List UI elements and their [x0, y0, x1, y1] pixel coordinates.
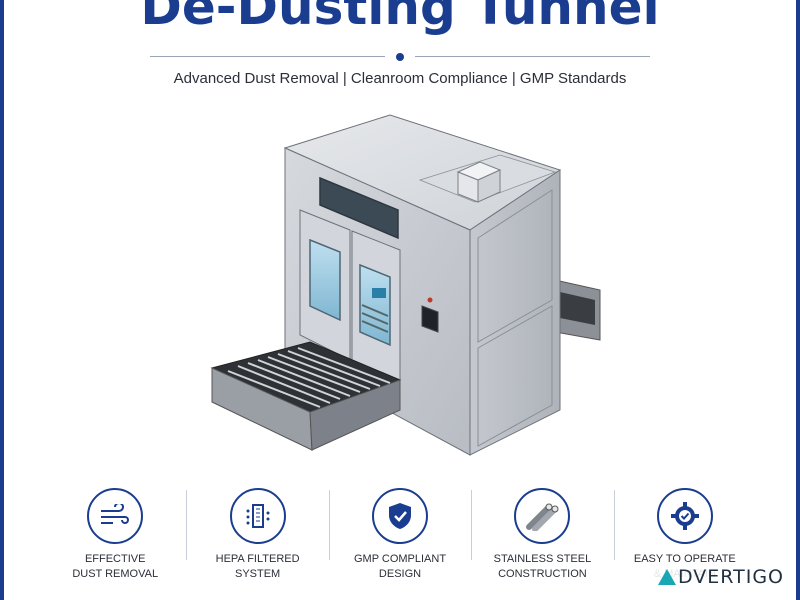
shield-check-icon — [372, 488, 429, 544]
top-display-window — [319, 176, 399, 240]
hepa-filter-icon — [229, 488, 286, 544]
exhaust-box — [456, 161, 502, 203]
title-divider-left — [150, 56, 385, 57]
border-right — [796, 0, 800, 600]
front-conveyor — [210, 341, 402, 451]
gear-check-icon — [656, 488, 713, 544]
rear-conveyor — [554, 279, 601, 341]
control-panel — [421, 297, 439, 333]
watermark-text: DVERTIGO — [678, 566, 785, 588]
title-divider-dot — [396, 53, 404, 61]
tunnel-machine-illustration — [210, 114, 601, 456]
page-title: De-Dusting Tunnel — [140, 0, 660, 36]
border-left — [0, 0, 4, 600]
advertigo-watermark: DVERTIGO — [652, 562, 792, 592]
front-doors — [299, 209, 401, 381]
watermark-logo-icon — [658, 569, 676, 585]
page-subtitle: Advanced Dust Removal | Cleanroom Compli… — [173, 70, 627, 87]
steel-pipes-icon — [514, 488, 571, 544]
title-divider-right — [415, 56, 650, 57]
airflow-icon — [87, 488, 144, 544]
